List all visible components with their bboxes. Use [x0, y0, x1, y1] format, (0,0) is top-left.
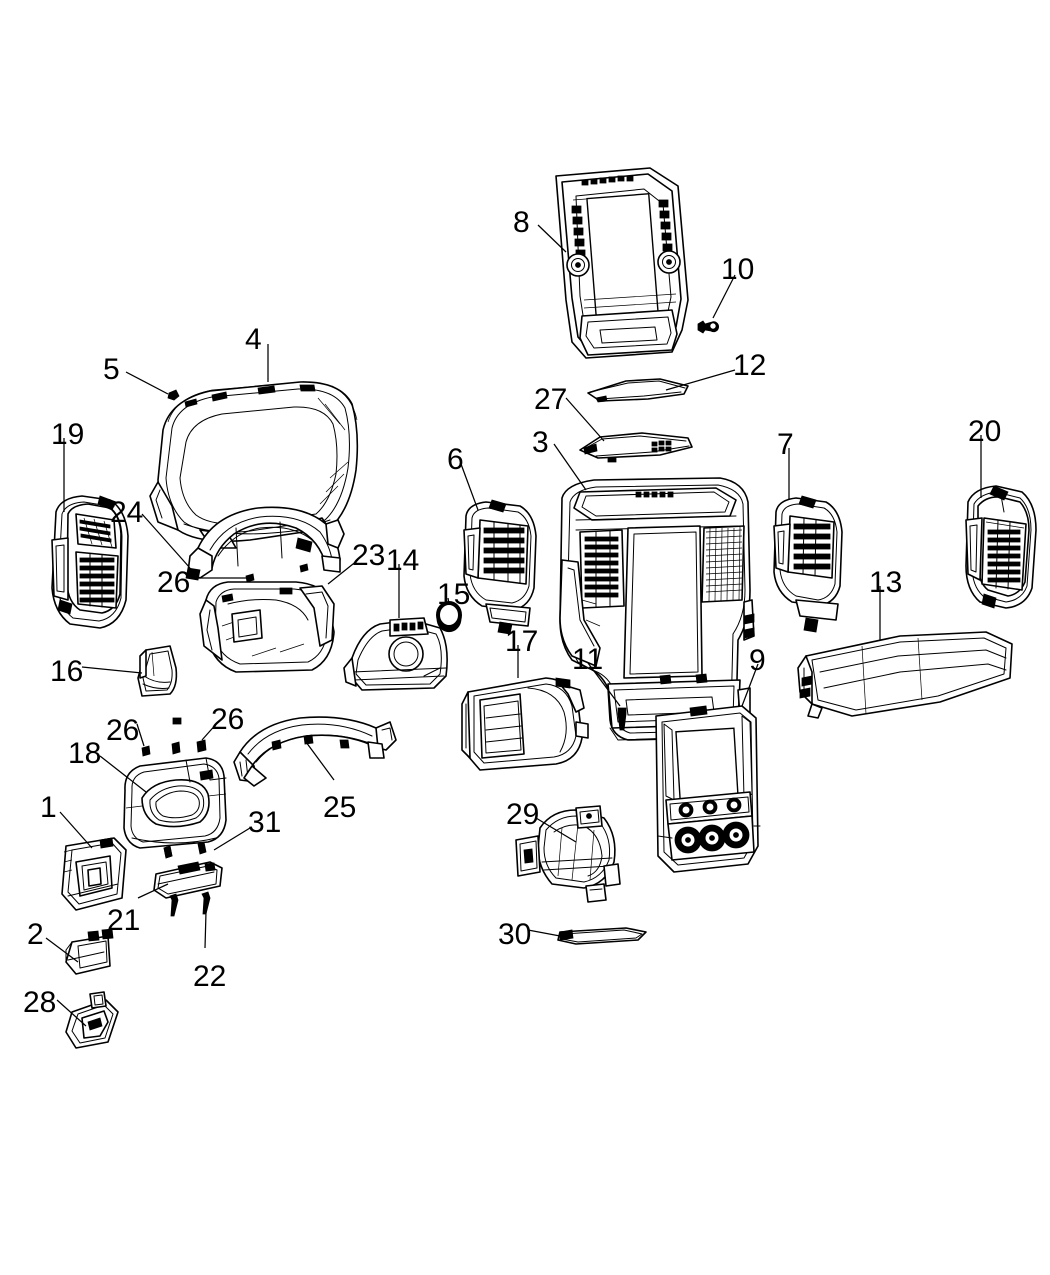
callout-number-26a[interactable]: 26: [157, 566, 191, 599]
part-left-outboard-air-outlet-vent[interactable]: [51, 495, 129, 629]
part-lower-switch-bezel-31[interactable]: [163, 845, 173, 859]
callout-number-30[interactable]: 30: [498, 918, 532, 951]
callout-number-11[interactable]: 11: [572, 643, 604, 676]
part-radio-hvac-control-stack[interactable]: [655, 705, 761, 873]
callout-number-22[interactable]: 22: [193, 960, 227, 993]
part-cluster-retainer-clip-5[interactable]: [167, 389, 180, 401]
callout-number-25[interactable]: 25: [323, 791, 357, 824]
part-right-center-air-outlet-vent[interactable]: [773, 495, 843, 633]
callout-number-5[interactable]: 5: [103, 353, 120, 386]
callout-number-6[interactable]: 6: [447, 443, 464, 476]
callout-number-12[interactable]: 12: [733, 349, 767, 382]
callout-number-21[interactable]: 21: [107, 904, 141, 937]
part-radio-display-touchscreen-unit[interactable]: [555, 167, 689, 359]
leader-lines: [45, 224, 982, 1027]
callout-number-26c[interactable]: 26: [211, 703, 245, 736]
part-center-applique-trim-strip[interactable]: [579, 432, 693, 463]
callout-number-18[interactable]: 18: [68, 737, 102, 770]
part-cluster-upper-trim-ring[interactable]: [185, 506, 345, 581]
part-upper-applique-trim-strip[interactable]: [587, 378, 689, 403]
callout-number-4[interactable]: 4: [245, 323, 262, 356]
callout-number-29[interactable]: 29: [506, 798, 540, 831]
part-ignition-switch-bezel[interactable]: [343, 617, 448, 691]
part-retainer-clips-26-upper[interactable]: [245, 563, 309, 583]
part-lower-console-duct-shroud[interactable]: [515, 805, 621, 903]
callout-number-23[interactable]: 23: [352, 539, 386, 572]
part-center-instrument-panel-bezel[interactable]: [559, 477, 755, 741]
callout-number-20[interactable]: 20: [968, 415, 1002, 448]
callout-number-13[interactable]: 13: [869, 566, 903, 599]
callout-number-31[interactable]: 31: [248, 806, 282, 839]
callout-number-14[interactable]: 14: [386, 544, 420, 577]
callout-number-9[interactable]: 9: [749, 644, 766, 677]
callout-number-10[interactable]: 10: [721, 253, 755, 286]
callout-number-27[interactable]: 27: [534, 383, 568, 416]
callout-number-1[interactable]: 1: [40, 791, 57, 824]
part-mounting-screw-10[interactable]: [697, 320, 719, 334]
callout-number-8[interactable]: 8: [513, 206, 530, 239]
callout-number-19[interactable]: 19: [51, 418, 85, 451]
part-left-center-air-outlet-vent[interactable]: [463, 499, 537, 635]
part-retainer-clips-26-lower[interactable]: [141, 717, 207, 757]
part-tapping-screws[interactable]: [169, 891, 211, 917]
part-bezel-fastener-screw-11[interactable]: [617, 707, 627, 731]
callout-number-3[interactable]: 3: [532, 426, 549, 459]
part-left-end-cap-trim[interactable]: [137, 645, 178, 697]
part-passenger-side-upper-trim-bar[interactable]: [797, 631, 1013, 719]
part-lower-left-trim-panel[interactable]: [61, 837, 127, 911]
callout-number-24[interactable]: 24: [110, 496, 144, 529]
part-steering-column-lower-cover[interactable]: [123, 757, 227, 849]
callout-number-26b[interactable]: 26: [106, 714, 140, 747]
part-right-outboard-air-outlet-vent[interactable]: [965, 485, 1037, 609]
callout-number-17[interactable]: 17: [505, 625, 539, 658]
part-small-bracket-cover-2[interactable]: [65, 928, 114, 975]
part-cluster-lower-bezel[interactable]: [199, 581, 335, 673]
part-usb-port-module-28[interactable]: [65, 991, 119, 1049]
part-center-reinforcement-brace[interactable]: [233, 716, 397, 787]
callout-number-7[interactable]: 7: [777, 428, 794, 461]
callout-number-15[interactable]: 15: [437, 578, 471, 611]
callout-number-28[interactable]: 28: [23, 986, 57, 1019]
part-lower-filler-strip[interactable]: [557, 927, 647, 945]
callout-number-16[interactable]: 16: [50, 655, 84, 688]
callout-number-2[interactable]: 2: [27, 918, 44, 951]
part-center-console-side-shroud[interactable]: [461, 677, 589, 771]
